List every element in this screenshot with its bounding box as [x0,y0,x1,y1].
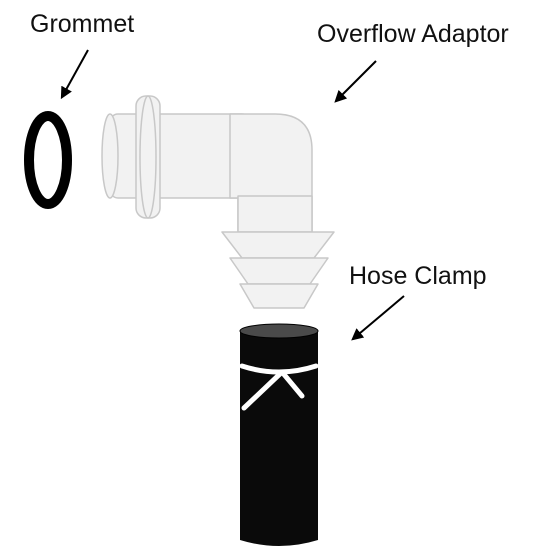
overflow-adaptor [101,95,335,309]
hose-clamp-arrow [351,295,405,341]
grommet-label: Grommet [30,10,135,38]
hose-clamp [239,363,319,411]
grommet-ring [24,111,72,209]
hose-clamp-label: Hose Clamp [349,262,487,290]
overflow-adaptor-arrow [334,60,377,103]
overflow-adaptor-label: Overflow Adaptor [317,20,509,48]
hose [239,323,319,546]
grommet-arrow [60,49,89,100]
